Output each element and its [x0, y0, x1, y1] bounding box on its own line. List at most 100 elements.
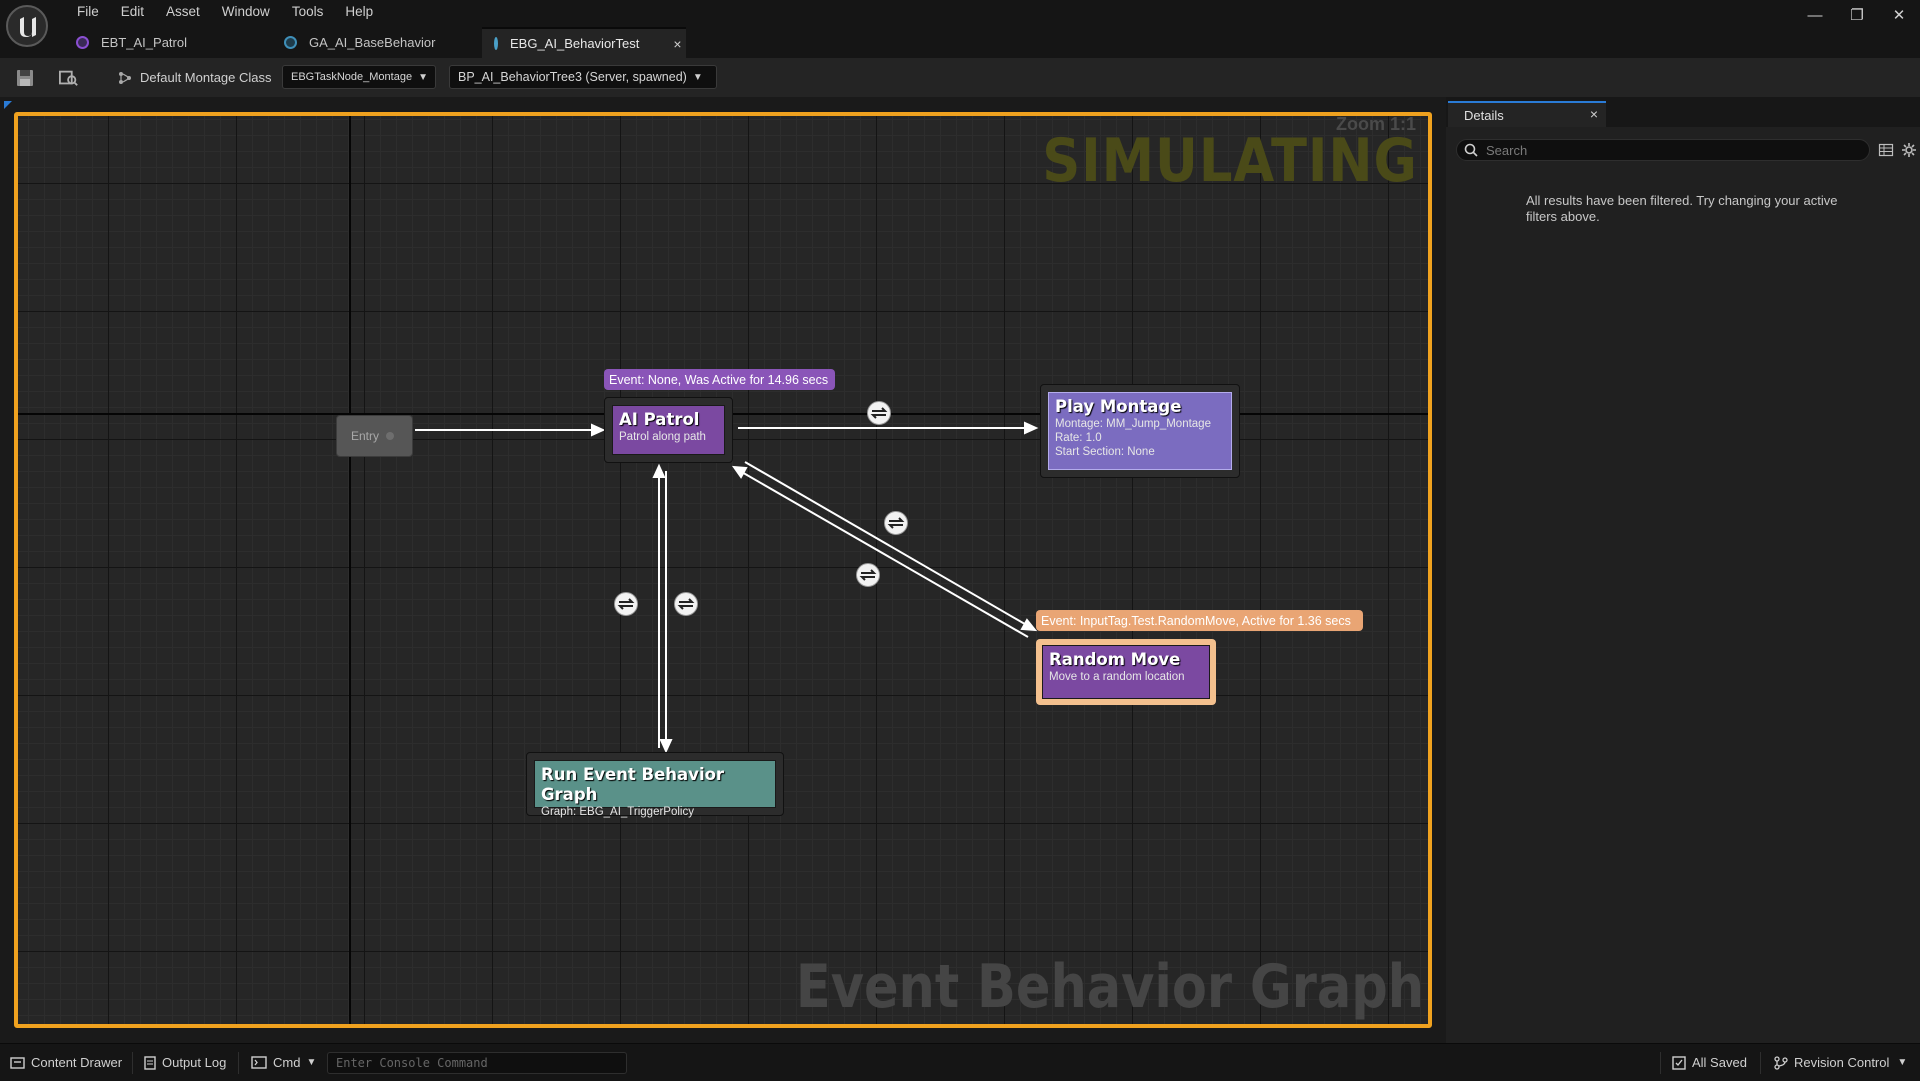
class-settings-icon	[119, 71, 131, 84]
output-log-button[interactable]: Output Log	[144, 1055, 226, 1070]
montage-section-line: Start Section: None	[1055, 446, 1155, 458]
close-tab-icon[interactable]: ×	[673, 35, 682, 52]
state-title: AI Patrol	[619, 410, 700, 429]
search-icon	[1464, 143, 1478, 157]
minimize-icon[interactable]: —	[1807, 7, 1823, 24]
tab-details[interactable]: Details ×	[1448, 101, 1606, 127]
entry-pin-icon[interactable]	[386, 432, 395, 440]
arrowhead-icon	[659, 739, 673, 754]
browse-asset-icon[interactable]	[59, 68, 79, 88]
montage-class-value: EBGTaskNode_Montage	[291, 71, 413, 83]
transition-rule-icon[interactable]	[856, 563, 880, 587]
event-behavior-graph-icon	[494, 37, 498, 50]
transition-rule-icon[interactable]	[867, 401, 891, 425]
cmd-dropdown[interactable]: Cmd ▼	[251, 1055, 316, 1070]
unreal-logo-icon[interactable]	[6, 5, 48, 47]
console-icon	[251, 1056, 267, 1069]
chevron-down-icon: ▼	[692, 71, 703, 83]
close-window-icon[interactable]: ✕	[1892, 7, 1906, 24]
graph-canvas[interactable]: Zoom 1:1 SIMULATING Event Behavior Graph	[14, 112, 1432, 1028]
status-bar: Content Drawer Output Log Cmd ▼ All Save…	[0, 1043, 1920, 1081]
chevron-down-icon: ▼	[306, 1057, 317, 1068]
tab-ebt-ai-patrol[interactable]: EBT_AI_Patrol	[64, 27, 272, 58]
entry-node[interactable]: Entry	[336, 415, 413, 457]
output-log-label: Output Log	[162, 1055, 227, 1070]
tab-ga-ai-basebehavior[interactable]: GA_AI_BaseBehavior	[272, 27, 482, 58]
menu-edit[interactable]: Edit	[120, 4, 145, 19]
arrowhead-icon	[1024, 421, 1039, 435]
state-node-body: Play Montage Montage: MM_Jump_Montage Ra…	[1048, 392, 1232, 470]
gear-icon[interactable]	[1901, 142, 1917, 158]
console-command-input[interactable]	[327, 1052, 627, 1074]
output-log-icon	[144, 1055, 156, 1070]
debug-object-value: BP_AI_BehaviorTree3 (Server, spawned)	[458, 70, 687, 84]
content-drawer-label: Content Drawer	[31, 1055, 123, 1070]
transition-wires	[415, 421, 1039, 754]
restore-icon[interactable]: ❐	[1850, 7, 1864, 24]
graph-axis-vertical	[349, 116, 351, 1024]
toolbar: Default Montage Class EBGTaskNode_Montag…	[0, 58, 1920, 97]
state-node-body: AI Patrol Patrol along path	[612, 405, 725, 455]
tab-label: EBT_AI_Patrol	[101, 35, 187, 50]
status-divider	[1660, 1052, 1661, 1074]
montage-class-dropdown[interactable]: EBGTaskNode_Montage ▼	[282, 65, 436, 89]
state-subtitle: Move to a random location	[1049, 671, 1185, 683]
menu-asset[interactable]: Asset	[166, 4, 200, 19]
save-icon[interactable]	[15, 68, 35, 88]
state-title: Run Event Behavior Graph	[541, 765, 725, 804]
chevron-down-icon: ▼	[418, 71, 428, 83]
transition-rule-icon[interactable]	[674, 592, 698, 616]
gameplay-ability-icon	[284, 36, 297, 49]
entry-label: Entry	[351, 429, 380, 443]
corner-marker-icon	[4, 101, 12, 109]
details-empty-message: All results have been filtered. Try chan…	[1526, 193, 1838, 224]
details-header: Details ×	[1446, 97, 1920, 127]
default-montage-class-label: Default Montage Class	[118, 70, 272, 85]
arrowhead-icon	[652, 463, 666, 478]
window-controls: — ❐ ✕	[1794, 4, 1920, 28]
menu-window[interactable]: Window	[221, 4, 270, 19]
status-divider	[1760, 1052, 1761, 1074]
menu-help[interactable]: Help	[345, 4, 374, 19]
chevron-down-icon: ▼	[1897, 1057, 1908, 1068]
menu-tools[interactable]: Tools	[291, 4, 324, 19]
all-saved-button[interactable]: All Saved	[1672, 1055, 1747, 1070]
revision-control-button[interactable]: Revision Control ▼	[1774, 1055, 1907, 1070]
status-divider	[132, 1052, 133, 1074]
state-title: Random Move	[1049, 650, 1181, 669]
state-node-play-montage[interactable]: Play Montage Montage: MM_Jump_Montage Ra…	[1040, 384, 1240, 478]
montage-class-label-text: Default Montage Class	[140, 70, 272, 85]
transition-rule-icon[interactable]	[884, 511, 908, 535]
content-drawer-button[interactable]: Content Drawer	[10, 1055, 122, 1070]
transition-rule-icon[interactable]	[614, 592, 638, 616]
state-node-body: Run Event Behavior Graph Graph: EBG_AI_T…	[534, 760, 776, 818]
revision-control-label: Revision Control	[1794, 1055, 1890, 1070]
tab-label: EBG_AI_BehaviorTest	[510, 36, 640, 51]
tab-label: GA_AI_BaseBehavior	[309, 35, 436, 50]
graph-watermark: Event Behavior Graph	[795, 952, 1424, 1022]
patrol-status-tooltip: Event: None, Was Active for 14.96 secs	[604, 369, 835, 390]
title-bar: File Edit Asset Window Tools Help EBT_AI…	[0, 0, 1920, 58]
content-drawer-icon	[10, 1057, 25, 1069]
state-subtitle: Graph: EBG_AI_TriggerPolicy	[541, 806, 694, 818]
arrowhead-icon	[731, 465, 748, 479]
details-tab-label: Details	[1464, 107, 1504, 123]
details-search-input[interactable]	[1484, 141, 1848, 159]
montage-rate-line: Rate: 1.0	[1055, 432, 1102, 444]
menu-file[interactable]: File	[77, 4, 99, 19]
state-title: Play Montage	[1055, 397, 1182, 416]
status-divider	[238, 1052, 239, 1074]
state-node-ai-patrol[interactable]: AI Patrol Patrol along path	[604, 397, 733, 463]
details-panel: Details × All results have been filtered…	[1446, 97, 1920, 1043]
tab-ebg-ai-behaviortest[interactable]: EBG_AI_BehaviorTest ×	[482, 27, 686, 58]
random-move-status-tooltip: Event: InputTag.Test.RandomMove, Active …	[1036, 610, 1363, 631]
state-node-random-move[interactable]: Random Move Move to a random location	[1036, 639, 1216, 705]
property-matrix-icon[interactable]	[1878, 142, 1894, 158]
graph-area: Zoom 1:1 SIMULATING Event Behavior Graph	[0, 97, 1446, 1043]
details-search-box	[1456, 139, 1870, 161]
close-tab-icon[interactable]: ×	[1589, 106, 1598, 122]
debug-object-dropdown[interactable]: BP_AI_BehaviorTree3 (Server, spawned) ▼	[449, 65, 717, 89]
cmd-label: Cmd	[273, 1055, 301, 1070]
state-node-body: Random Move Move to a random location	[1042, 645, 1210, 699]
state-node-run-event-behavior-graph[interactable]: Run Event Behavior Graph Graph: EBG_AI_T…	[526, 752, 784, 818]
